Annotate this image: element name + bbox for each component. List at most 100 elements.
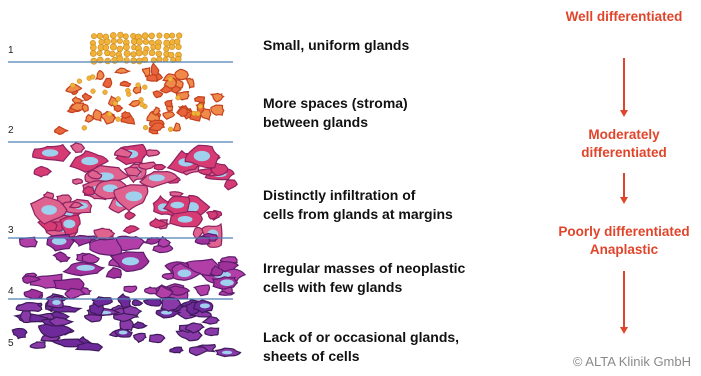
gland-shape	[142, 85, 147, 90]
gland-shape	[131, 52, 137, 58]
tissue-blob	[114, 105, 123, 111]
tissue-blob	[89, 238, 121, 255]
gland-shape	[103, 45, 109, 51]
gland-shape	[118, 32, 124, 38]
grade-number-3: 3	[8, 225, 14, 236]
tissue-blob	[30, 342, 45, 349]
tissue-blob	[134, 333, 146, 342]
gland-shape	[136, 58, 142, 64]
tissue-blob	[170, 347, 183, 353]
lumen-shape	[194, 151, 210, 161]
grade-1-description: Small, uniform glands	[263, 36, 409, 55]
tissue-blob	[124, 286, 137, 292]
gland-shape	[157, 56, 162, 61]
tissue-blob	[205, 328, 219, 336]
tissue-blob	[132, 300, 142, 306]
gland-shape	[149, 33, 155, 39]
lumen-shape	[125, 191, 142, 201]
tissue-blob	[20, 237, 37, 247]
gland-shape	[70, 83, 75, 88]
lumen-shape	[122, 257, 139, 265]
gland-shape	[117, 38, 122, 43]
gland-shape	[91, 58, 97, 64]
lumen-shape	[119, 331, 128, 335]
gland-shape	[111, 38, 116, 43]
tissue-blob	[211, 93, 223, 102]
tissue-blob	[133, 322, 147, 328]
grade-2-description: More spaces (stroma) between glands	[263, 94, 408, 132]
poorly-differentiated-label: Poorly differentiated Anaplastic	[524, 223, 701, 259]
tissue-blob	[120, 81, 130, 86]
grade-number-2: 2	[8, 125, 14, 136]
gland-shape	[123, 34, 128, 39]
tissue-blob	[106, 268, 121, 279]
gland-shape	[142, 33, 148, 39]
gland-shape	[91, 34, 96, 39]
lumen-shape	[222, 351, 232, 354]
gland-shape	[164, 33, 169, 38]
gland-shape	[136, 83, 141, 88]
tissue-blob	[177, 107, 187, 116]
tissue-blob	[173, 123, 180, 131]
gland-shape	[97, 51, 102, 56]
tissue-shapes	[12, 32, 245, 357]
gland-shape	[123, 44, 129, 50]
gland-shape	[110, 32, 116, 38]
tissue-blob	[34, 166, 51, 177]
gland-shape	[103, 90, 108, 95]
tissue-blob	[93, 110, 101, 121]
gland-shape	[90, 50, 96, 56]
tissue-blob	[114, 313, 138, 321]
arrow-down-icon	[620, 110, 628, 117]
tissue-blob	[194, 285, 209, 296]
arrow-shaft-3	[623, 271, 625, 328]
gland-shape	[131, 39, 137, 45]
gland-shape	[124, 50, 130, 56]
gland-shape	[104, 50, 110, 56]
gland-shape	[97, 33, 103, 39]
gland-shape	[105, 58, 111, 64]
tissue-blob	[129, 101, 140, 107]
gland-shape	[198, 104, 203, 109]
well-differentiated-label: Well differentiated	[524, 8, 701, 26]
tissue-blob	[24, 289, 42, 298]
gland-shape	[110, 44, 116, 50]
gland-shape	[131, 58, 137, 64]
lumen-shape	[52, 300, 61, 305]
tissue-blob	[82, 93, 91, 100]
arrow-down-icon	[620, 197, 628, 204]
tissue-blob	[96, 71, 104, 80]
grade-5-description: Lack of or occasional glands, sheets of …	[263, 328, 459, 366]
gland-shape	[117, 46, 123, 52]
lumen-shape	[63, 219, 75, 228]
gland-shape	[107, 112, 112, 117]
gland-shape	[91, 89, 96, 94]
copyright-text: © ALTA Klinik GmbH	[573, 354, 691, 369]
lumen-shape	[170, 202, 184, 209]
moderately-differentiated-label: Moderately differentiated	[524, 126, 701, 162]
gland-shape	[116, 117, 121, 122]
gland-shape	[139, 97, 144, 102]
lumen-shape	[42, 149, 58, 156]
tissue-blob	[170, 192, 183, 197]
grade-number-4: 4	[8, 286, 14, 297]
gland-shape	[164, 46, 169, 51]
gland-shape	[136, 39, 142, 45]
lumen-shape	[41, 205, 57, 215]
tissue-blob	[139, 162, 156, 169]
gland-shape	[136, 50, 142, 56]
tissue-blob	[71, 143, 85, 153]
tissue-blob	[124, 226, 139, 234]
tissue-blob	[153, 91, 162, 98]
gland-shape	[176, 33, 182, 39]
tissue-blob	[85, 115, 93, 123]
tissue-blob	[149, 334, 164, 342]
gland-shape	[90, 75, 95, 80]
gland-shape	[175, 56, 181, 62]
tissue-blob	[12, 328, 27, 338]
lumen-shape	[81, 157, 98, 165]
gland-shape	[77, 79, 82, 84]
grade-3-description: Distinctly infiltration of cells from gl…	[263, 186, 453, 224]
arrow-shaft-1	[623, 58, 625, 112]
